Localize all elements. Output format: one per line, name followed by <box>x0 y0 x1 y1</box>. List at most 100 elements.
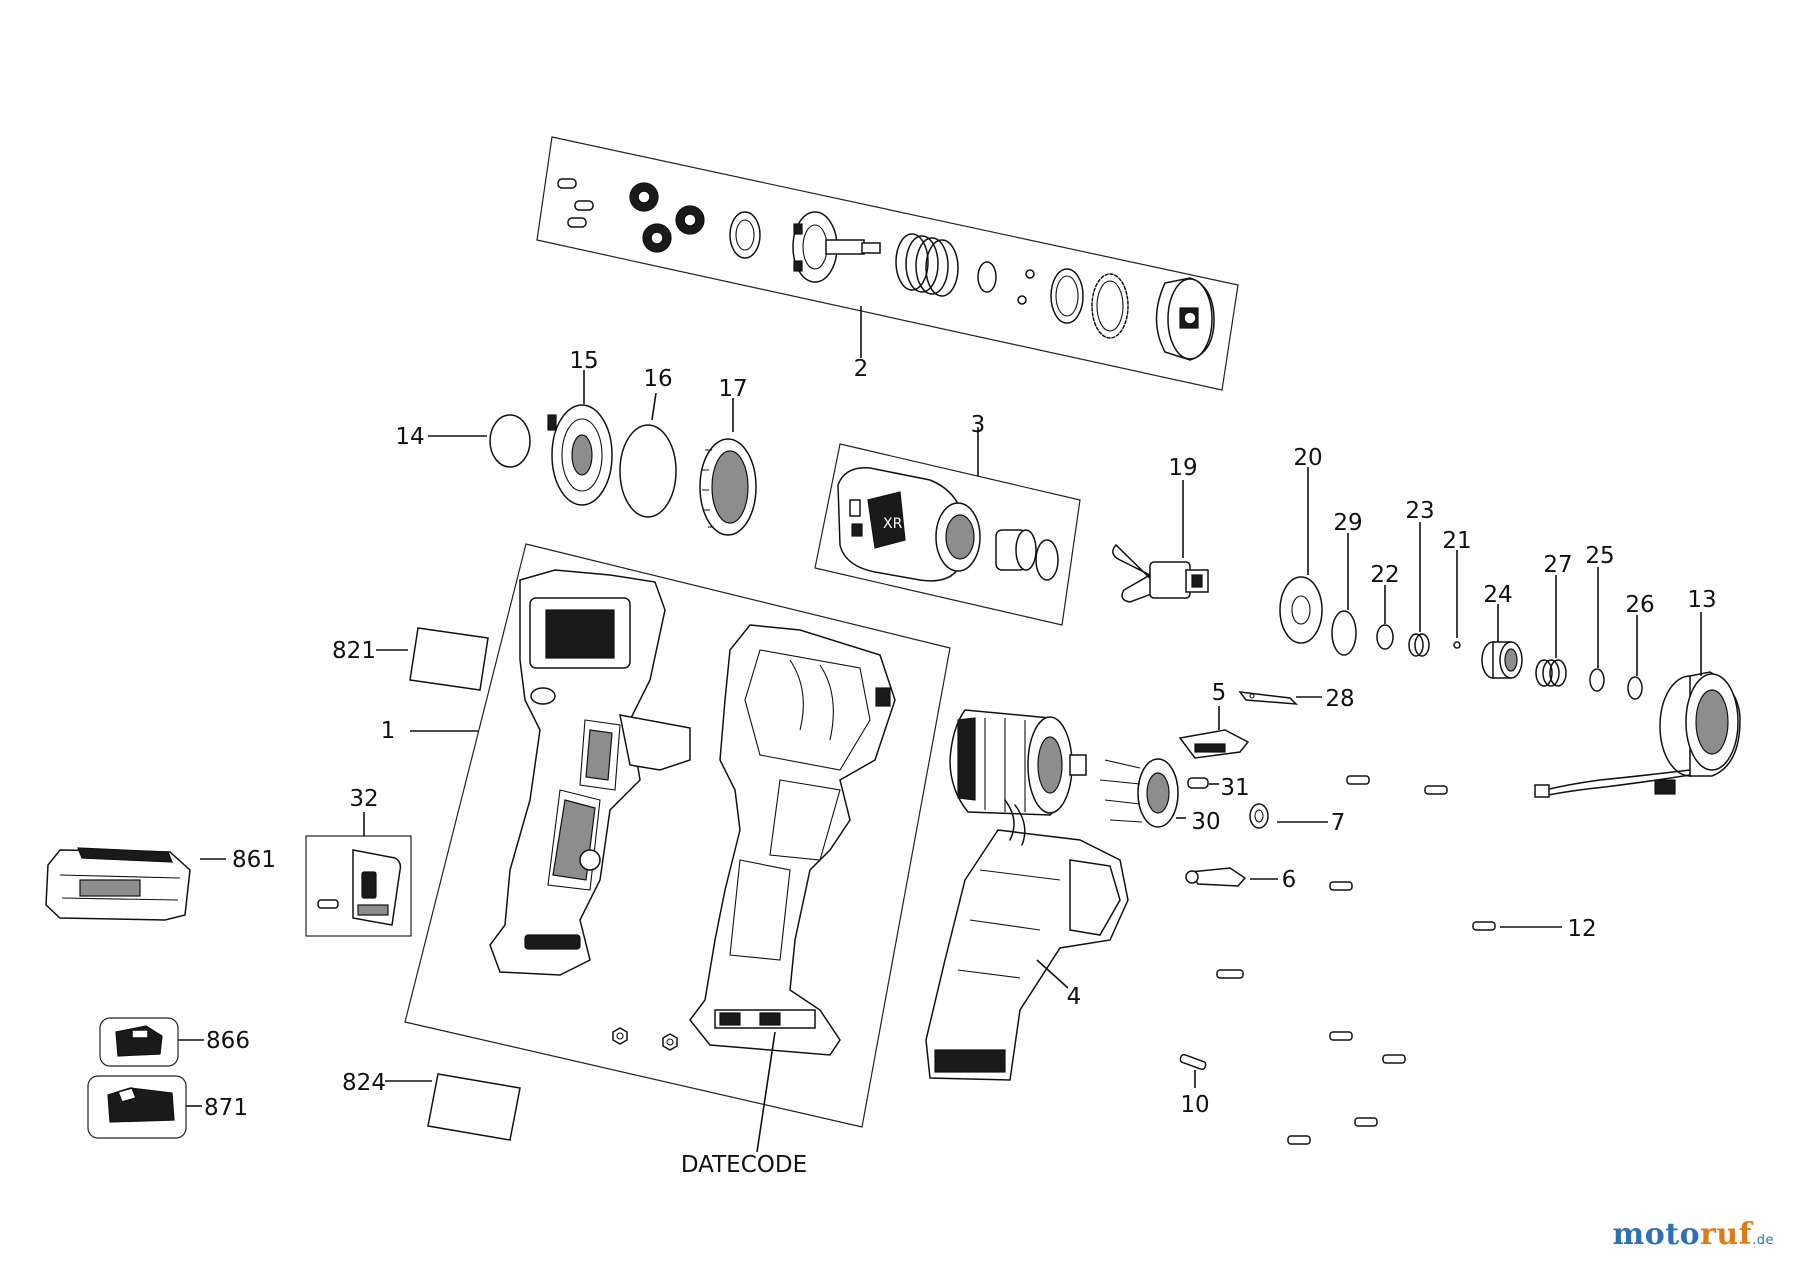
callout-4: 4 <box>1067 984 1082 1010</box>
callout-2: 2 <box>854 356 869 382</box>
screw <box>1179 1053 1207 1071</box>
screw <box>1329 1031 1353 1041</box>
callout-30: 30 <box>1191 809 1220 835</box>
callout-16: 16 <box>643 366 672 392</box>
washer-7 <box>1249 803 1269 829</box>
callout-24: 24 <box>1483 582 1512 608</box>
gearbox-group-frame <box>536 136 1239 391</box>
collar-24 <box>1481 641 1523 679</box>
callout-14: 14 <box>395 424 424 450</box>
anvil-bushing <box>995 529 1037 571</box>
spring-plate-28 <box>1238 691 1322 705</box>
callout-datecode: DATECODE <box>681 1152 807 1178</box>
label-821-part <box>376 627 489 691</box>
ball-race <box>1091 273 1129 339</box>
callout-7: 7 <box>1331 810 1346 836</box>
spring-23 <box>1408 633 1430 657</box>
brush-plate-30 <box>1099 758 1186 828</box>
callout-21: 21 <box>1442 528 1471 554</box>
callout-20: 20 <box>1293 445 1322 471</box>
callout-26: 26 <box>1625 592 1654 618</box>
callout-22: 22 <box>1370 562 1399 588</box>
gear-housing-frame <box>814 443 1081 626</box>
bearing-cap-15 <box>547 404 613 506</box>
callout-28: 28 <box>1325 686 1354 712</box>
motor-stator <box>949 709 1087 816</box>
callout-821: 821 <box>332 638 376 664</box>
callout-31: 31 <box>1220 775 1249 801</box>
callout-13: 13 <box>1687 587 1716 613</box>
callout-27: 27 <box>1543 552 1572 578</box>
belt-clip-group <box>305 812 412 937</box>
reverse-switch-6 <box>1185 867 1278 887</box>
washer-20 <box>1279 576 1323 644</box>
screw-31 <box>1187 777 1209 789</box>
hex-nut <box>662 1033 678 1051</box>
watermark-logo: motoruf.de <box>1612 1217 1774 1252</box>
hex-nut <box>612 1027 628 1045</box>
housing-right-half <box>689 624 896 1056</box>
screws <box>1179 775 1496 1145</box>
switch-5 <box>1178 706 1250 759</box>
battery-frame <box>99 1017 179 1067</box>
callout-10: 10 <box>1180 1092 1209 1118</box>
ring-26 <box>1627 676 1643 700</box>
gearbox-assembly-group <box>536 136 1239 391</box>
battery-pack-866 <box>99 1017 204 1067</box>
callout-861: 861 <box>232 847 276 873</box>
anvil-19 <box>1112 480 1209 603</box>
watermark-part2: ruf <box>1700 1217 1753 1252</box>
housing-group-frame <box>404 543 951 1128</box>
svg-text:XR: XR <box>883 516 903 532</box>
gear-housing-group: XR <box>814 427 1081 626</box>
screw <box>1216 969 1244 979</box>
watermark-part1: moto <box>1612 1217 1701 1252</box>
callout-32: 32 <box>349 786 378 812</box>
callout-15: 15 <box>569 348 598 374</box>
led-ring-13 <box>1534 612 1741 798</box>
callout-labels: 2 15 16 17 14 3 19 20 29 23 21 22 24 27 … <box>204 348 1717 1178</box>
housing-left-half <box>489 569 691 976</box>
belt-clip-frame <box>305 835 412 937</box>
label-824-part <box>385 1073 521 1141</box>
housing-clamshell-group <box>404 543 951 1153</box>
ball-21 <box>1453 641 1461 649</box>
housing-rings-group <box>428 370 757 536</box>
callout-3: 3 <box>971 412 986 438</box>
ring-25 <box>1589 668 1605 692</box>
steel-ball <box>1017 295 1027 305</box>
callout-12: 12 <box>1567 916 1596 942</box>
gear-pins <box>557 178 594 228</box>
callout-824: 824 <box>342 1070 386 1096</box>
screw <box>1287 1135 1311 1145</box>
callout-1: 1 <box>381 718 396 744</box>
screw <box>1472 921 1496 931</box>
battery-case-861 <box>45 847 226 921</box>
screw <box>1329 881 1353 891</box>
o-ring-14 <box>489 414 531 468</box>
screw <box>1346 775 1370 785</box>
o-ring-16 <box>619 424 677 518</box>
charger-871 <box>87 1075 202 1139</box>
screw <box>1382 1054 1406 1064</box>
o-ring-29 <box>1331 610 1357 656</box>
callout-23: 23 <box>1405 498 1434 524</box>
screw <box>1354 1117 1378 1127</box>
screw <box>1424 785 1448 795</box>
clip-screw <box>317 899 339 909</box>
callout-5: 5 <box>1212 680 1227 706</box>
planetary-gears <box>629 182 705 253</box>
spindle-carrier <box>792 211 881 283</box>
ring-22 <box>1376 624 1394 650</box>
callout-19: 19 <box>1168 455 1197 481</box>
callout-29: 29 <box>1333 510 1362 536</box>
callout-17: 17 <box>718 376 747 402</box>
watermark-suffix: .de <box>1752 1233 1774 1248</box>
ring-gear-17 <box>699 438 757 536</box>
callout-25: 25 <box>1585 543 1614 569</box>
small-washer <box>977 261 997 293</box>
callout-866: 866 <box>206 1028 250 1054</box>
hammer-block <box>1155 277 1215 361</box>
hammer-springs <box>895 233 959 297</box>
